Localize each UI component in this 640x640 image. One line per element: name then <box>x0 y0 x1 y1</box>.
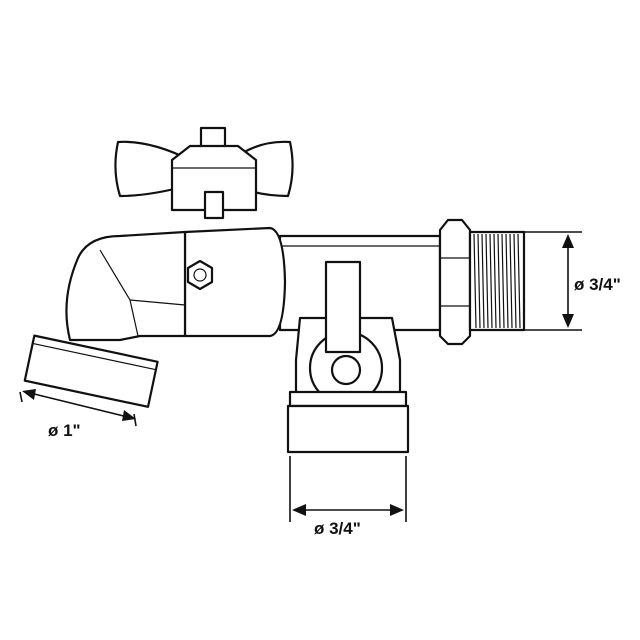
butterfly-handle <box>114 126 294 220</box>
thread-line <box>485 233 489 329</box>
inlet-fitting <box>438 218 526 346</box>
spout-flange <box>23 334 159 408</box>
dimension-left <box>19 389 137 427</box>
thread-line <box>517 233 521 329</box>
thread-line <box>489 233 493 329</box>
thread-line <box>493 233 497 329</box>
inlet-diameter-label: ø 3/4" <box>574 275 621 294</box>
dimension-bottom <box>289 456 407 522</box>
thread-line <box>513 233 517 329</box>
thread-line <box>477 233 481 329</box>
dimension-right <box>524 231 582 331</box>
branch-valve <box>286 260 410 454</box>
thread-line <box>501 233 505 329</box>
branch-diameter-label: ø 3/4" <box>314 519 361 538</box>
thread-line <box>509 233 513 329</box>
thread-line <box>505 233 509 329</box>
thread-line <box>481 233 485 329</box>
thread-line <box>473 233 477 329</box>
spout-diameter-label: ø 1" <box>48 421 81 440</box>
thread-line <box>497 233 501 329</box>
